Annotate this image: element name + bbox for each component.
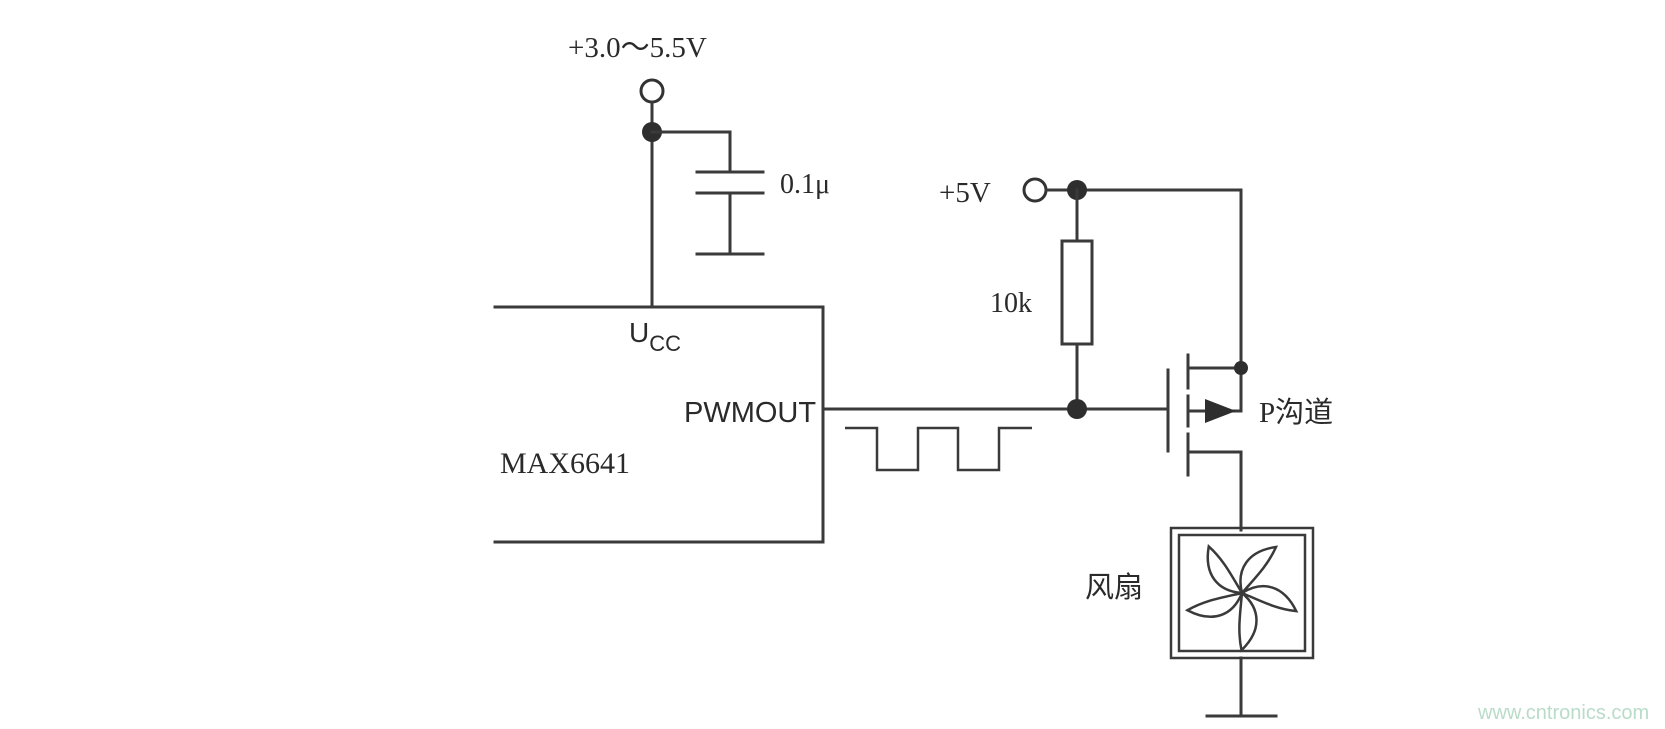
pwmout-pin-label: PWMOUT [684,397,816,429]
mosfet-arrow-icon [1205,399,1236,423]
resistor-value-label: 10k [990,288,1032,319]
pwm-waveform-icon [845,426,1032,472]
resistor-10k [1060,239,1094,346]
gate-junction [1067,399,1087,419]
fan-label: 风扇 [1085,571,1143,604]
chip-name-label: MAX6641 [500,447,630,480]
vplus-terminal [1022,177,1048,203]
ucc-pin-label: UCC [629,317,681,356]
capacitor-value-label: 0.1μ [780,169,830,200]
watermark-text: www.cntronics.com [1477,702,1649,724]
source-junction [1234,361,1248,375]
supply-voltage-label: +3.0～5.5V [568,32,707,64]
supply-terminal [639,78,665,104]
pchannel-label: P沟道 [1259,396,1333,429]
fan-blades-icon [1184,544,1299,653]
vplus-label: +5V [939,177,991,209]
